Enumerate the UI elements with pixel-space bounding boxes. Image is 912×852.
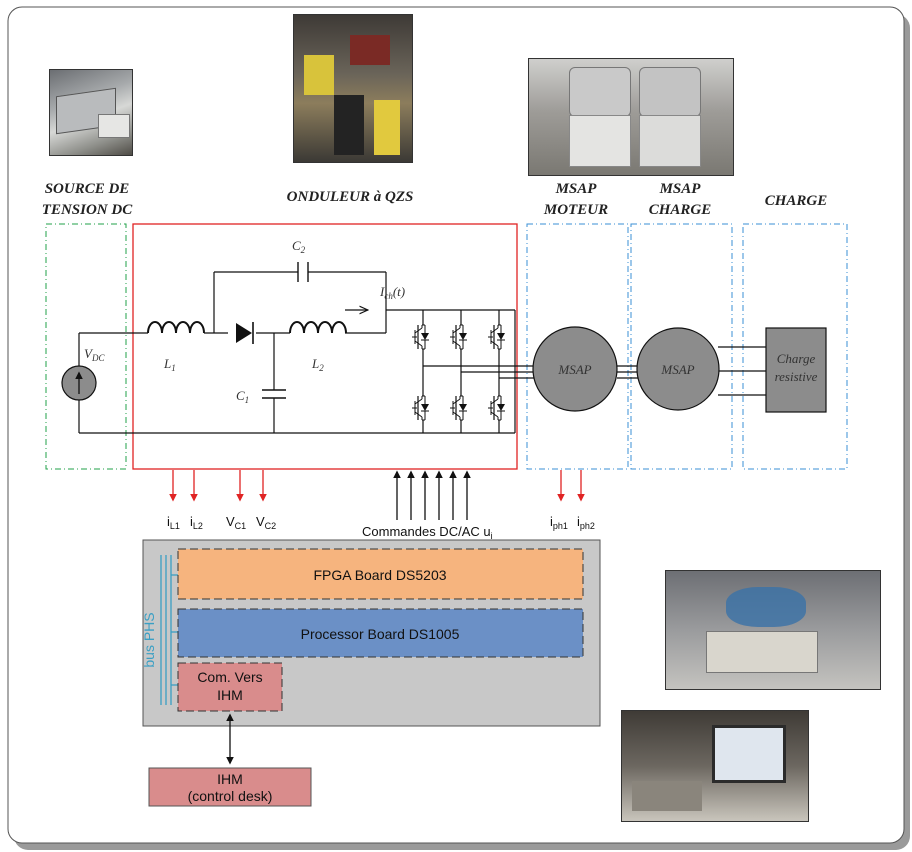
charge-label-line1: Charge	[777, 351, 816, 366]
signal-iph1: iph1	[550, 514, 568, 531]
c2-label: C2	[292, 238, 306, 255]
charge-label-line2: resistive	[775, 369, 818, 384]
inverter-section-box	[132, 223, 518, 470]
msap-load-symbol	[636, 327, 720, 411]
l2-label: L2	[311, 356, 324, 373]
signal-il1: iL1	[167, 514, 180, 531]
photo-dc-source	[49, 69, 133, 156]
com-ihm-label-line2: IHM	[217, 687, 243, 703]
msap-motor-title-line1: MSAP	[555, 181, 598, 197]
com-ihm-label-line1: Com. Vers	[197, 669, 262, 685]
signal-vc1: VC1	[226, 514, 246, 531]
circuit-wires	[78, 271, 766, 434]
photo-dspace-rack	[665, 570, 881, 690]
photo-control-desk	[621, 710, 809, 822]
msap-motor-label: MSAP	[557, 362, 591, 377]
l1-inductor	[147, 321, 205, 334]
msap-motor-section-box	[526, 223, 629, 470]
msap-load-label: MSAP	[660, 362, 694, 377]
bus-phs-lines	[160, 555, 178, 705]
c2-capacitor	[297, 262, 309, 282]
diode-symbol	[236, 322, 254, 344]
l2-inductor	[289, 321, 347, 334]
bus-phs-label: bus PHS	[141, 612, 157, 667]
signal-commandes: Commandes DC/AC ui	[362, 524, 493, 541]
c1-label: C1	[236, 388, 249, 405]
photo-msap-bench	[528, 58, 734, 176]
ihm-label-line1: IHM	[217, 771, 243, 787]
c1-capacitor	[262, 389, 286, 399]
msap-load-title-line1: MSAP	[659, 181, 702, 197]
signal-il2: iL2	[190, 514, 203, 531]
fpga-board-label: FPGA Board DS5203	[313, 567, 446, 583]
load-title: CHARGE	[765, 193, 828, 209]
fpga-board	[177, 548, 584, 600]
source-title-line2: TENSION DC	[42, 202, 133, 218]
resistive-load-box	[765, 327, 827, 413]
source-section-box	[45, 223, 127, 470]
source-title-line1: SOURCE DE	[45, 181, 130, 197]
inverter-title: ONDULEUR à QZS	[287, 189, 414, 205]
msap-load-title-line2: CHARGE	[649, 202, 712, 218]
l1-label: L1	[163, 356, 176, 373]
processor-board-label: Processor Board DS1005	[301, 626, 460, 642]
vdc-label: VDC	[84, 346, 105, 363]
photo-qzs-inverter	[293, 14, 413, 163]
measurement-arrows	[169, 470, 585, 502]
msap-motor-title-line2: MOTEUR	[543, 202, 608, 218]
com-ihm-board	[177, 662, 283, 712]
msap-motor-symbol	[532, 326, 618, 412]
signal-iph2: iph2	[577, 514, 595, 531]
signal-vc2: VC2	[256, 514, 276, 531]
processor-board	[177, 608, 584, 658]
ich-label: Ich(t)	[379, 284, 405, 301]
ihm-box	[148, 767, 312, 807]
ihm-label-line2: (control desk)	[188, 788, 273, 804]
command-arrows	[393, 470, 471, 520]
